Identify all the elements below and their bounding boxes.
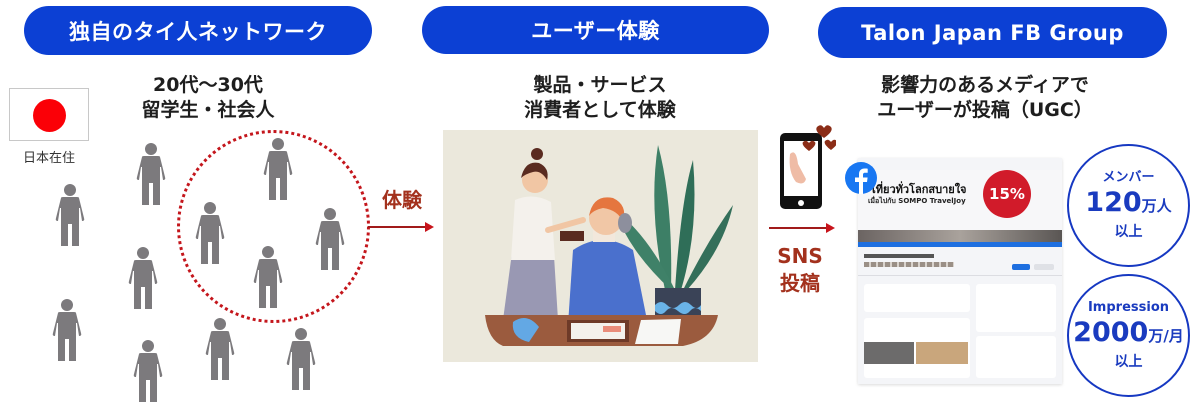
arrow-right-icon [826, 223, 835, 233]
facebook-logo-icon [845, 162, 877, 194]
join-button[interactable] [1012, 264, 1030, 270]
smartphone-heart-icon [780, 125, 836, 209]
person-icon [133, 340, 163, 402]
ugc-text: ユーザーが投稿（UGC） [877, 99, 1093, 121]
person-icon [253, 246, 283, 308]
person-icon [136, 143, 166, 205]
banner-subline: เมื่อไปกับ SOMPO TravelJoy [868, 197, 966, 205]
experience-arrow-line [368, 226, 426, 228]
consumer-experience-text: 消費者として体験 [524, 99, 676, 121]
post-image [916, 342, 968, 364]
makeup-salon-illustration [443, 130, 758, 362]
recent-media-card [976, 336, 1056, 378]
age-range-text: 20代〜30代 [153, 74, 263, 96]
members-stat: メンバー 120万人 以上 [1067, 144, 1190, 267]
group-cover-banner: เที่ยวทั่วโลกสบายใจ เมื่อไปกับ SOMPO Tra… [858, 170, 1062, 244]
person-icon [195, 202, 225, 264]
divider [858, 275, 1062, 276]
post-image [864, 342, 914, 364]
header-thai-network-label: 独自のタイ人ネットワーク [69, 19, 327, 44]
impression-stat: Impression 2000万/月 以上 [1067, 274, 1190, 397]
impression-unit: 万/月 [1148, 327, 1184, 345]
banner-photo-strip [858, 230, 1062, 244]
demographic-text: 留学生・社会人 [141, 99, 275, 121]
sns-label-line2: 投稿 [780, 271, 820, 295]
featured-posts [864, 318, 970, 378]
post-composer[interactable] [864, 284, 970, 312]
header-user-experience-label: ユーザー体験 [531, 19, 660, 43]
group-name [864, 254, 934, 258]
discount-badge: 15% [983, 170, 1031, 218]
header-fb-group-label: Talon Japan FB Group [861, 20, 1124, 45]
header-thai-network: 独自のタイ人ネットワーク [24, 6, 372, 55]
members-unit: 万人 [1141, 197, 1172, 215]
share-button[interactable] [1034, 264, 1054, 270]
japan-residence-label: 日本在住 [22, 151, 75, 166]
sns-arrow-line [769, 227, 827, 229]
member-avatars [864, 262, 954, 267]
sns-post-label: SNS 投稿 [770, 243, 830, 297]
members-number: 120 [1085, 187, 1142, 218]
impression-stat-label: Impression [1087, 300, 1170, 315]
header-fb-group: Talon Japan FB Group [818, 7, 1167, 58]
fb-group-description: 影響力のあるメディアで ユーザーが投稿（UGC） [860, 73, 1110, 123]
person-icon [263, 138, 293, 200]
facebook-group-screenshot: เที่ยวทั่วโลกสบายใจ เมื่อไปกับ SOMPO Tra… [858, 158, 1062, 384]
impression-stat-value: 2000万/月 [1073, 317, 1184, 352]
header-user-experience: ユーザー体験 [422, 6, 769, 54]
members-stat-suffix: 以上 [1114, 224, 1143, 240]
person-icon [128, 247, 158, 309]
experience-description: 製品・サービス 消費者として体験 [470, 73, 730, 123]
members-stat-label: メンバー [1102, 170, 1155, 185]
experience-arrow-label: 体験 [382, 188, 422, 212]
product-service-text: 製品・サービス [533, 74, 667, 96]
influential-media-text: 影響力のあるメディアで [881, 74, 1089, 96]
person-icon [52, 299, 82, 361]
person-icon [315, 208, 345, 270]
members-stat-value: 120万人 [1085, 187, 1171, 222]
banner-bar [858, 242, 1062, 247]
person-icon [205, 318, 235, 380]
group-about-card [976, 284, 1056, 332]
flag-sun [33, 99, 66, 132]
japan-flag-icon [9, 88, 89, 141]
arrow-right-icon [425, 222, 434, 232]
network-description: 20代〜30代 留学生・社会人 [108, 73, 308, 123]
impression-stat-suffix: 以上 [1114, 354, 1143, 370]
person-icon [55, 184, 85, 246]
person-icon [286, 328, 316, 390]
sns-label-line1: SNS [777, 244, 823, 268]
banner-headline: เที่ยวทั่วโลกสบายใจ [872, 183, 967, 196]
impression-number: 2000 [1073, 317, 1149, 348]
